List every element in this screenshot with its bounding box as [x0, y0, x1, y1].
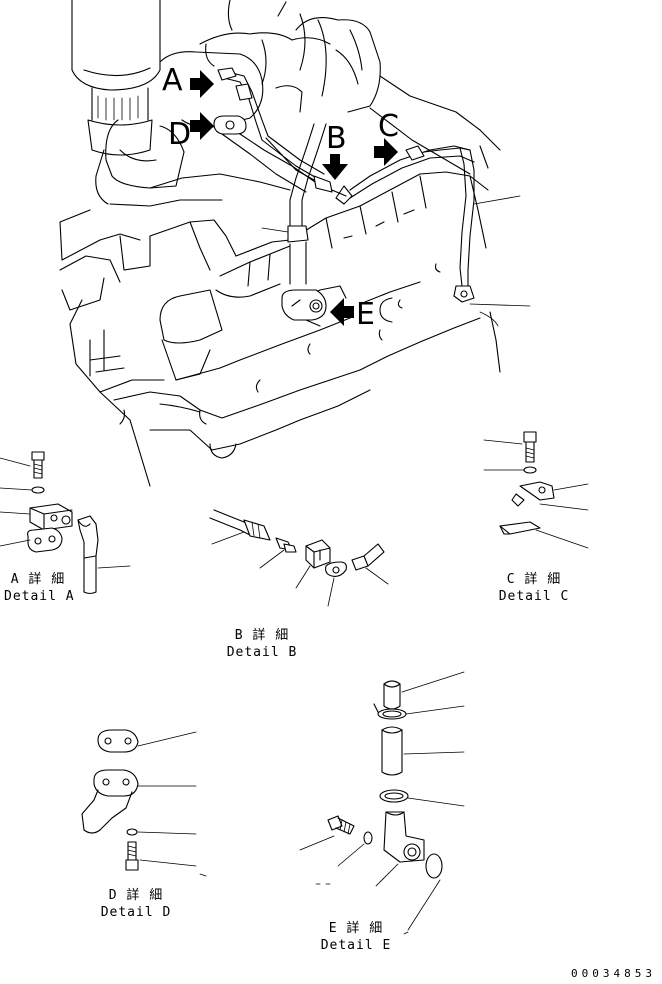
drawing-number: 00034853 — [571, 967, 656, 980]
callout-letter-e: E — [356, 297, 375, 332]
callout-letter-d: D — [168, 117, 191, 152]
detail-b-caption-en: Detail B — [226, 645, 298, 660]
detail-d-caption-en: Detail D — [100, 905, 172, 920]
detail-a-caption-en: Detail A — [4, 589, 75, 604]
callout-arrow-d — [190, 112, 214, 140]
detail-d-caption: D 詳 細 Detail D — [100, 887, 172, 921]
detail-b-drawing — [210, 510, 388, 606]
detail-e-caption: E 詳 細 Detail E — [320, 920, 392, 954]
detail-e-caption-en: Detail E — [320, 938, 392, 953]
callout-arrow-c — [374, 138, 398, 166]
callout-letter-b: B — [326, 121, 347, 156]
detail-e-drawing — [300, 672, 464, 934]
detail-d-caption-jp: D 詳 細 — [108, 888, 164, 903]
detail-c-caption: C 詳 細 Detail C — [498, 571, 570, 605]
detail-d-drawing — [82, 730, 206, 876]
detail-b-caption: B 詳 細 Detail B — [226, 627, 298, 661]
callout-letter-a: A — [162, 63, 183, 98]
detail-c-drawing — [484, 432, 588, 548]
engine-overview: A D B C E — [60, 0, 530, 486]
detail-a-caption: A 詳 細 Detail A — [4, 571, 75, 605]
detail-b-caption-jp: B 詳 細 — [234, 628, 290, 643]
detail-e-caption-jp: E 詳 細 — [328, 921, 384, 936]
callout-arrow-e — [330, 298, 354, 326]
detail-c-caption-jp: C 詳 細 — [506, 572, 562, 587]
callout-arrow-b — [322, 154, 348, 180]
callout-letter-c: C — [378, 109, 399, 144]
detail-a-drawing — [0, 452, 130, 594]
detail-a-caption-jp: A 詳 細 — [10, 572, 66, 587]
detail-c-caption-en: Detail C — [498, 589, 570, 604]
callout-arrow-a — [190, 70, 214, 98]
